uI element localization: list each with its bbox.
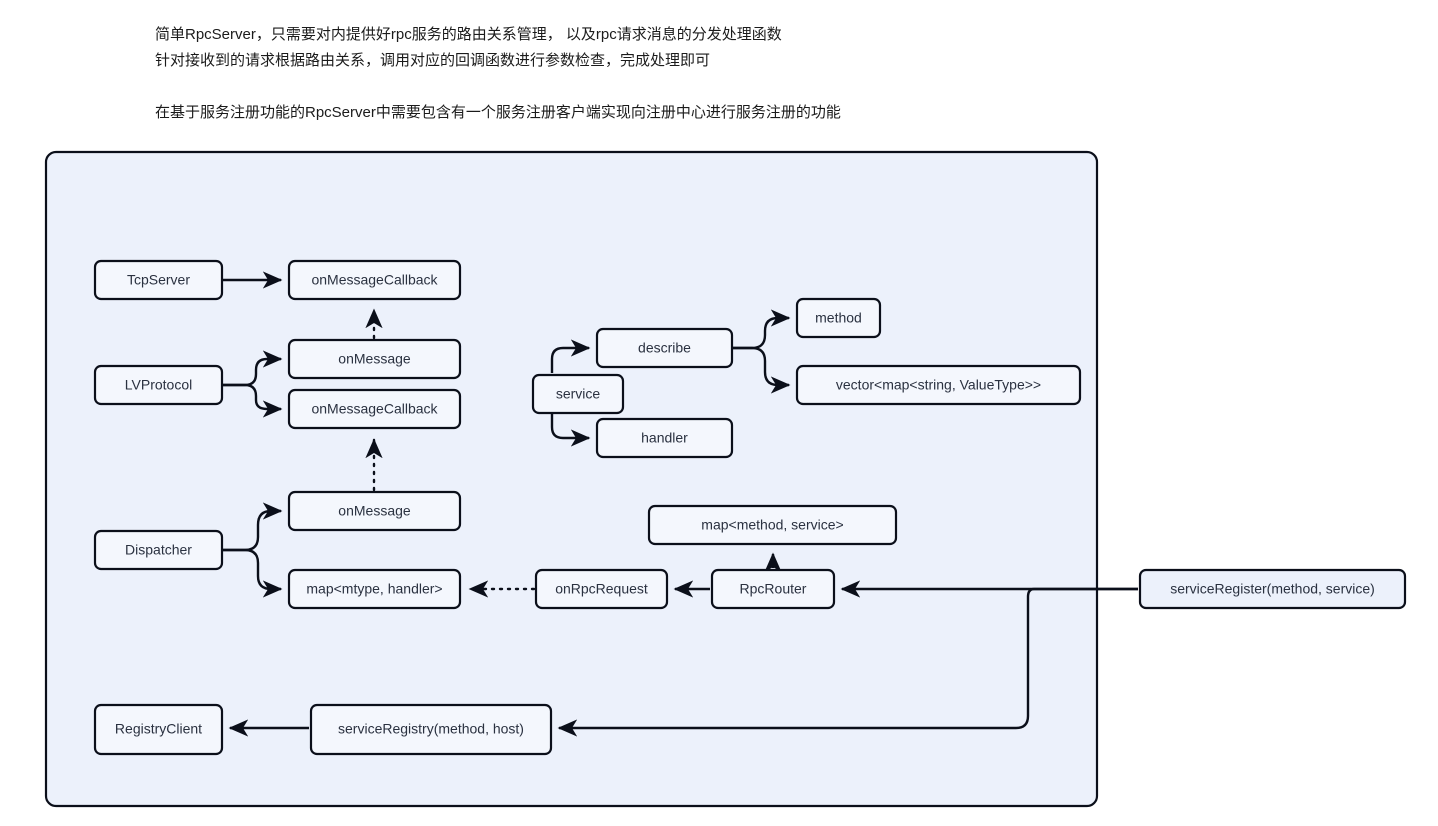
node-map-method-service[interactable]: map<method, service> bbox=[647, 504, 898, 546]
node-registryclient-box[interactable] bbox=[93, 703, 224, 756]
node-map-mtype-handler[interactable]: map<mtype, handler> bbox=[287, 568, 462, 610]
node-serviceregistry-box[interactable] bbox=[309, 703, 553, 756]
node-onmessagecallback-lvprotocol-label: onMessageCallback bbox=[311, 401, 438, 417]
node-service-label: service bbox=[556, 386, 601, 402]
node-method-label: method bbox=[815, 310, 862, 326]
notes-block: 简单RpcServer，只需要对内提供好rpc服务的路由关系管理， 以及rpc请… bbox=[155, 22, 1255, 126]
edge-service-handler bbox=[550, 413, 591, 447]
node-onmessage-dispatcher[interactable]: onMessage bbox=[287, 490, 462, 532]
node-describe-box[interactable] bbox=[595, 327, 734, 369]
node-onmessage-dispatcher-box[interactable] bbox=[287, 490, 462, 532]
edge-lvprotocol-onmessagecallback bbox=[222, 383, 283, 418]
node-service[interactable]: service bbox=[531, 373, 625, 415]
node-method[interactable]: method bbox=[795, 297, 882, 339]
node-rpcrouter-box[interactable] bbox=[710, 568, 836, 610]
node-onrpcrequest-label: onRpcRequest bbox=[555, 581, 648, 597]
note-line-3: 在基于服务注册功能的RpcServer中需要包含有一个服务注册客户端实现向注册中… bbox=[155, 104, 841, 121]
edge-describe-vector-map bbox=[732, 346, 791, 394]
node-onrpcrequest[interactable]: onRpcRequest bbox=[534, 568, 669, 610]
node-method-box[interactable] bbox=[795, 297, 882, 339]
node-vector-map-string-valuetype[interactable]: vector<map<string, ValueType>> bbox=[795, 364, 1082, 406]
node-lvprotocol-label: LVProtocol bbox=[125, 377, 192, 393]
node-describe[interactable]: describe bbox=[595, 327, 734, 369]
node-handler[interactable]: handler bbox=[595, 417, 734, 459]
node-onmessage-lvprotocol-label: onMessage bbox=[338, 351, 411, 367]
node-onmessagecallback-tcp-label: onMessageCallback bbox=[311, 272, 438, 288]
node-lvprotocol[interactable]: LVProtocol bbox=[93, 364, 224, 406]
node-dispatcher[interactable]: Dispatcher bbox=[93, 529, 224, 571]
node-handler-label: handler bbox=[641, 430, 688, 446]
edges-layer bbox=[222, 271, 1138, 737]
edge-service-describe bbox=[550, 339, 591, 373]
node-map-method-service-box[interactable] bbox=[647, 504, 898, 546]
node-onrpcrequest-box[interactable] bbox=[534, 568, 669, 610]
node-serviceregistry-label: serviceRegistry(method, host) bbox=[338, 721, 524, 737]
node-tcpserver[interactable]: TcpServer bbox=[93, 259, 224, 301]
node-vector-map-string-valuetype-box[interactable] bbox=[795, 364, 1082, 406]
node-onmessage-lvprotocol-box[interactable] bbox=[287, 338, 462, 380]
node-onmessagecallback-lvprotocol[interactable]: onMessageCallback bbox=[287, 388, 462, 430]
node-onmessagecallback-lvprotocol-box[interactable] bbox=[287, 388, 462, 430]
node-rpcrouter-label: RpcRouter bbox=[740, 581, 807, 597]
node-describe-label: describe bbox=[638, 340, 691, 356]
edge-describe-method bbox=[732, 309, 791, 350]
node-onmessagecallback-tcp[interactable]: onMessageCallback bbox=[287, 259, 462, 301]
node-map-mtype-handler-box[interactable] bbox=[287, 568, 462, 610]
node-registryclient-label: RegistryClient bbox=[115, 721, 202, 737]
note-line-2: 针对接收到的请求根据路由关系，调用对应的回调函数进行参数检查，完成处理即可 bbox=[155, 52, 711, 69]
node-onmessage-dispatcher-label: onMessage bbox=[338, 503, 411, 519]
node-serviceregister-label: serviceRegister(method, service) bbox=[1170, 581, 1375, 597]
node-serviceregister-box[interactable] bbox=[1138, 568, 1407, 610]
node-serviceregistry[interactable]: serviceRegistry(method, host) bbox=[309, 703, 553, 756]
node-dispatcher-box[interactable] bbox=[93, 529, 224, 571]
node-map-method-service-label: map<method, service> bbox=[701, 517, 843, 533]
node-map-mtype-handler-label: map<mtype, handler> bbox=[306, 581, 442, 597]
node-lvprotocol-box[interactable] bbox=[93, 364, 224, 406]
node-service-box[interactable] bbox=[531, 373, 625, 415]
nodes-layer: TcpServer onMessageCallback LVProtocol o… bbox=[93, 259, 1407, 756]
node-handler-box[interactable] bbox=[595, 417, 734, 459]
node-vector-map-string-valuetype-label: vector<map<string, ValueType>> bbox=[836, 377, 1041, 393]
node-onmessagecallback-tcp-box[interactable] bbox=[287, 259, 462, 301]
node-onmessage-lvprotocol[interactable]: onMessage bbox=[287, 338, 462, 380]
node-registryclient[interactable]: RegistryClient bbox=[93, 703, 224, 756]
node-dispatcher-label: Dispatcher bbox=[125, 542, 192, 558]
edge-dispatcher-onmessage bbox=[222, 502, 283, 552]
edge-serviceregister-serviceregistry bbox=[557, 587, 1138, 737]
note-line-1: 简单RpcServer，只需要对内提供好rpc服务的路由关系管理， 以及rpc请… bbox=[155, 26, 782, 43]
node-serviceregister[interactable]: serviceRegister(method, service) bbox=[1138, 568, 1407, 610]
node-tcpserver-label: TcpServer bbox=[127, 272, 190, 288]
node-tcpserver-box[interactable] bbox=[93, 259, 224, 301]
node-rpcrouter[interactable]: RpcRouter bbox=[710, 568, 836, 610]
edge-dispatcher-map-mtype-handler bbox=[222, 548, 283, 598]
